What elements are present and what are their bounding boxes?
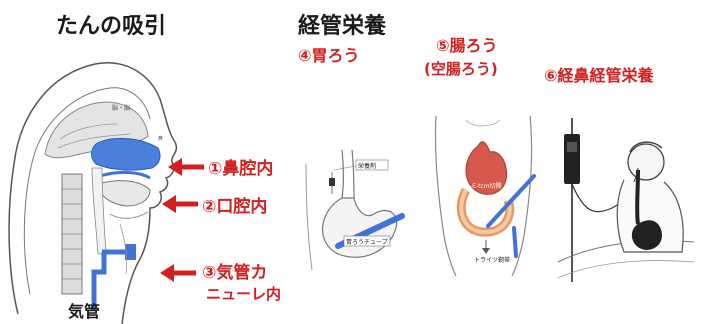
nasogastric-label: ⑥経鼻経管栄養 <box>544 66 654 85</box>
suction-point-tracheal-label-line2: ニューレ内 <box>206 285 282 303</box>
jejunostomy-inner-label-2: トライツ靭帯 <box>474 256 510 264</box>
svg-text:脳・脳: 脳・脳 <box>112 104 130 112</box>
trachea-label: 気管 <box>68 302 101 321</box>
nasogastric-illustration <box>557 118 695 282</box>
suction-point-oral-label: ②口腔内 <box>202 197 268 217</box>
gastrostomy-inner-label-1: 栄養剤 <box>358 162 376 170</box>
gastrostomy-illustration: 栄養剤 胃ろうチューブ <box>305 150 405 270</box>
svg-text:鼻: 鼻 <box>158 135 163 142</box>
jejunostomy-inner-label-1: ミ-E-tcm切開 <box>464 183 502 190</box>
jejunostomy-illustration: ミ-E-tcm切開 トライツ靭帯 <box>434 116 536 276</box>
arrow-nasal-icon <box>168 158 204 176</box>
arrow-trachea-icon <box>160 264 196 282</box>
jejunostomy-label-line2: (空腸ろう) <box>424 60 498 78</box>
tube-feeding-title: 経管栄養 <box>298 14 387 39</box>
arrow-oral-icon <box>162 195 198 213</box>
gastrostomy-inner-label-2: 胃ろうチューブ <box>346 238 388 246</box>
jejunostomy-label: ⑤腸ろう <box>436 36 498 55</box>
suction-point-tracheal-label: ③気管カ <box>202 263 268 283</box>
gastrostomy-label: ④胃ろう <box>298 46 360 65</box>
suction-title: たんの吸引 <box>56 14 167 39</box>
suction-point-nasal-label: ①鼻腔内 <box>208 159 274 179</box>
head-cross-section-illustration: 脳・脳 鼻 <box>8 62 178 324</box>
